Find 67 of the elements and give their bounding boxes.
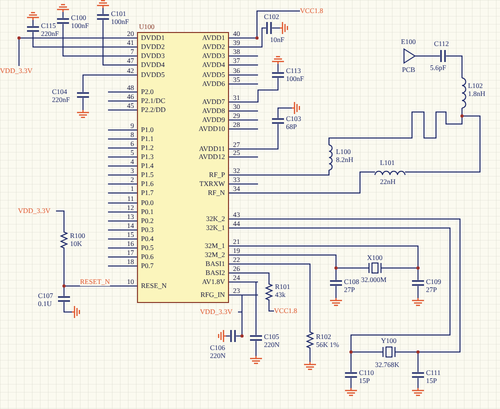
wire	[64, 302, 72, 312]
wire	[404, 108, 480, 172]
crystal-symbol	[366, 262, 384, 274]
wire	[228, 124, 278, 150]
resistor-symbol	[306, 330, 314, 350]
ground-symbol	[304, 362, 316, 370]
ground-symbol	[218, 330, 226, 342]
wire	[278, 108, 292, 118]
wire	[228, 78, 278, 102]
capacitor-symbol	[230, 330, 236, 342]
capacitor-symbol	[97, 14, 109, 20]
inductor-symbol	[375, 168, 405, 176]
wire	[32, 20, 34, 26]
wire	[56, 210, 64, 230]
ground-symbol	[280, 22, 288, 34]
wire	[336, 268, 366, 280]
capacitor-symbol	[330, 280, 342, 286]
ground-symbol	[250, 356, 262, 364]
wire	[228, 10, 300, 38]
capacitor-symbol	[412, 280, 424, 286]
wire	[384, 268, 418, 280]
wire	[62, 24, 138, 56]
capacitor-symbol	[77, 92, 89, 98]
wire	[62, 12, 64, 18]
wire	[228, 272, 270, 282]
ground-symbol	[345, 388, 357, 396]
ground-symbol	[412, 298, 424, 306]
capacitor-symbol	[345, 372, 357, 378]
wire	[228, 170, 330, 176]
wire	[32, 32, 138, 48]
capacitor-symbol	[412, 372, 424, 378]
wire	[228, 246, 418, 268]
capacitor-symbol	[27, 26, 39, 32]
wire	[236, 312, 242, 336]
capacitor-symbol	[57, 18, 69, 24]
resistor-symbol	[265, 282, 273, 302]
ground-symbol	[412, 388, 424, 396]
wire	[446, 56, 462, 78]
wire	[102, 20, 138, 66]
ground-symbol	[272, 56, 284, 64]
capacitor-symbol	[272, 118, 284, 124]
wire	[350, 378, 352, 388]
ground-symbol	[72, 306, 80, 318]
ground-symbol	[77, 110, 89, 118]
capacitor-symbol	[266, 22, 272, 34]
ground-symbol	[292, 102, 300, 114]
capacitor-symbol	[440, 50, 446, 62]
ground-symbol	[27, 12, 39, 20]
crystal-symbol	[380, 346, 398, 358]
wire	[228, 28, 266, 48]
resistor-symbol	[60, 230, 68, 250]
wire	[102, 8, 104, 14]
ground-symbol	[330, 298, 342, 306]
antenna-symbol	[403, 48, 415, 64]
wire	[228, 282, 256, 336]
ground-symbol	[57, 4, 69, 12]
wire	[18, 38, 138, 66]
wire	[228, 264, 310, 330]
capacitor-symbol	[272, 72, 284, 78]
wire	[268, 302, 274, 312]
ic-chip	[137, 32, 229, 303]
wire	[82, 98, 84, 110]
wire	[82, 74, 138, 92]
capacitor-symbol	[58, 296, 70, 302]
capacitor-symbol	[250, 335, 262, 341]
ground-symbol	[97, 0, 109, 8]
wire	[228, 172, 376, 194]
